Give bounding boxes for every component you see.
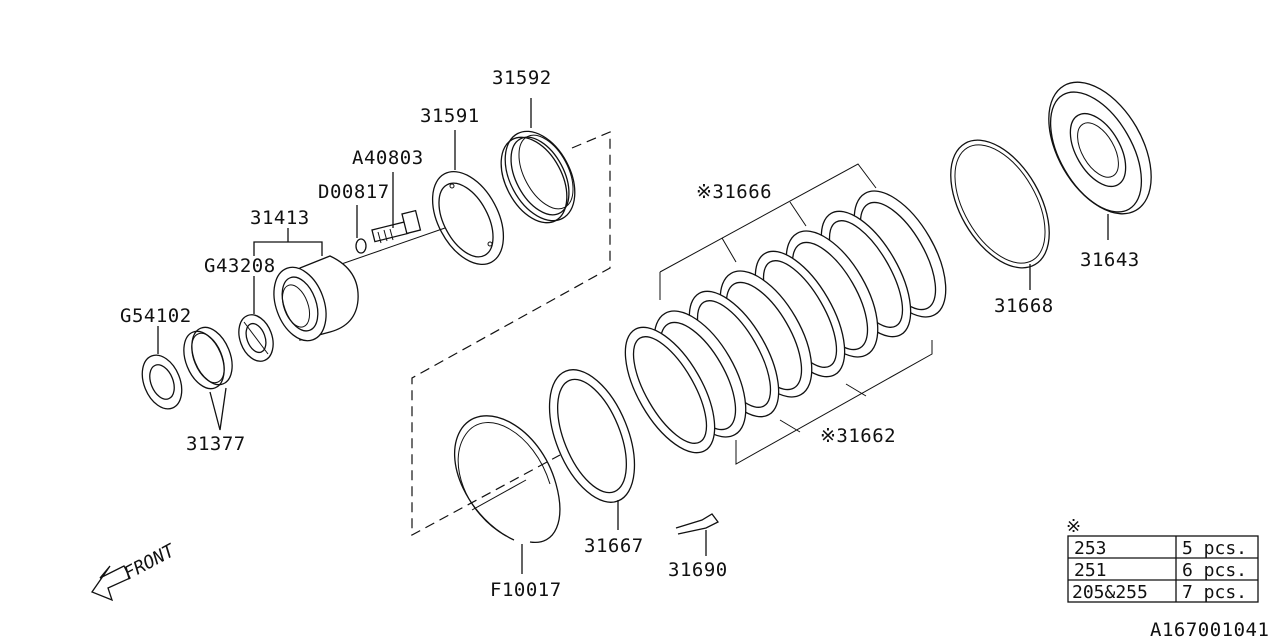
table-model: 253: [1074, 538, 1107, 559]
label-A40803: A40803: [352, 147, 424, 169]
label-31592: 31592: [492, 67, 552, 89]
front-label: FRONT: [120, 540, 179, 585]
label-G54102: G54102: [120, 305, 192, 327]
label-31643: 31643: [1080, 249, 1140, 271]
part-A40803-bolt: [329, 172, 446, 269]
part-D00817-washer: [355, 205, 367, 254]
label-31591: 31591: [420, 105, 480, 127]
part-31643-piston: [1048, 81, 1152, 240]
label-31666: ※31666: [696, 181, 772, 203]
table-qty: 7 pcs.: [1182, 582, 1247, 603]
diagram-id: A167001041: [1150, 619, 1269, 640]
part-31413-drum: [253, 228, 359, 342]
part-G54102-ring: [141, 326, 183, 410]
clutch-pack: [624, 163, 947, 465]
label-31662: ※31662: [820, 425, 896, 447]
table-mark: ※: [1066, 516, 1081, 537]
label-31413: 31413: [250, 207, 310, 229]
part-G43208-bearing: [238, 276, 274, 362]
part-F10017-ring: [453, 415, 561, 574]
label-31377: 31377: [186, 433, 246, 455]
table-qty: 6 pcs.: [1182, 560, 1247, 581]
table-qty: 5 pcs.: [1182, 538, 1247, 559]
part-31592-band: [500, 98, 576, 224]
table-model: 251: [1074, 560, 1107, 581]
label-31690: 31690: [668, 559, 728, 581]
label-F10017: F10017: [490, 579, 562, 601]
table-model: 205&255: [1072, 582, 1148, 603]
label-31668: 31668: [994, 295, 1054, 317]
dashed-boundary: [411, 131, 611, 537]
part-31668-ring: [950, 139, 1050, 290]
part-31377-seals: [183, 326, 233, 431]
part-31591-plate: [431, 130, 505, 265]
quantity-table: ※ 253 5 pcs. 251 6 pcs. 205&255 7 pcs.: [1066, 516, 1259, 603]
label-31667: 31667: [584, 535, 644, 557]
label-D00817: D00817: [318, 181, 390, 203]
part-31690-clip: [675, 513, 719, 556]
part-31667-plate: [548, 369, 636, 530]
front-arrow-icon: [91, 565, 131, 602]
label-G43208: G43208: [204, 255, 276, 277]
